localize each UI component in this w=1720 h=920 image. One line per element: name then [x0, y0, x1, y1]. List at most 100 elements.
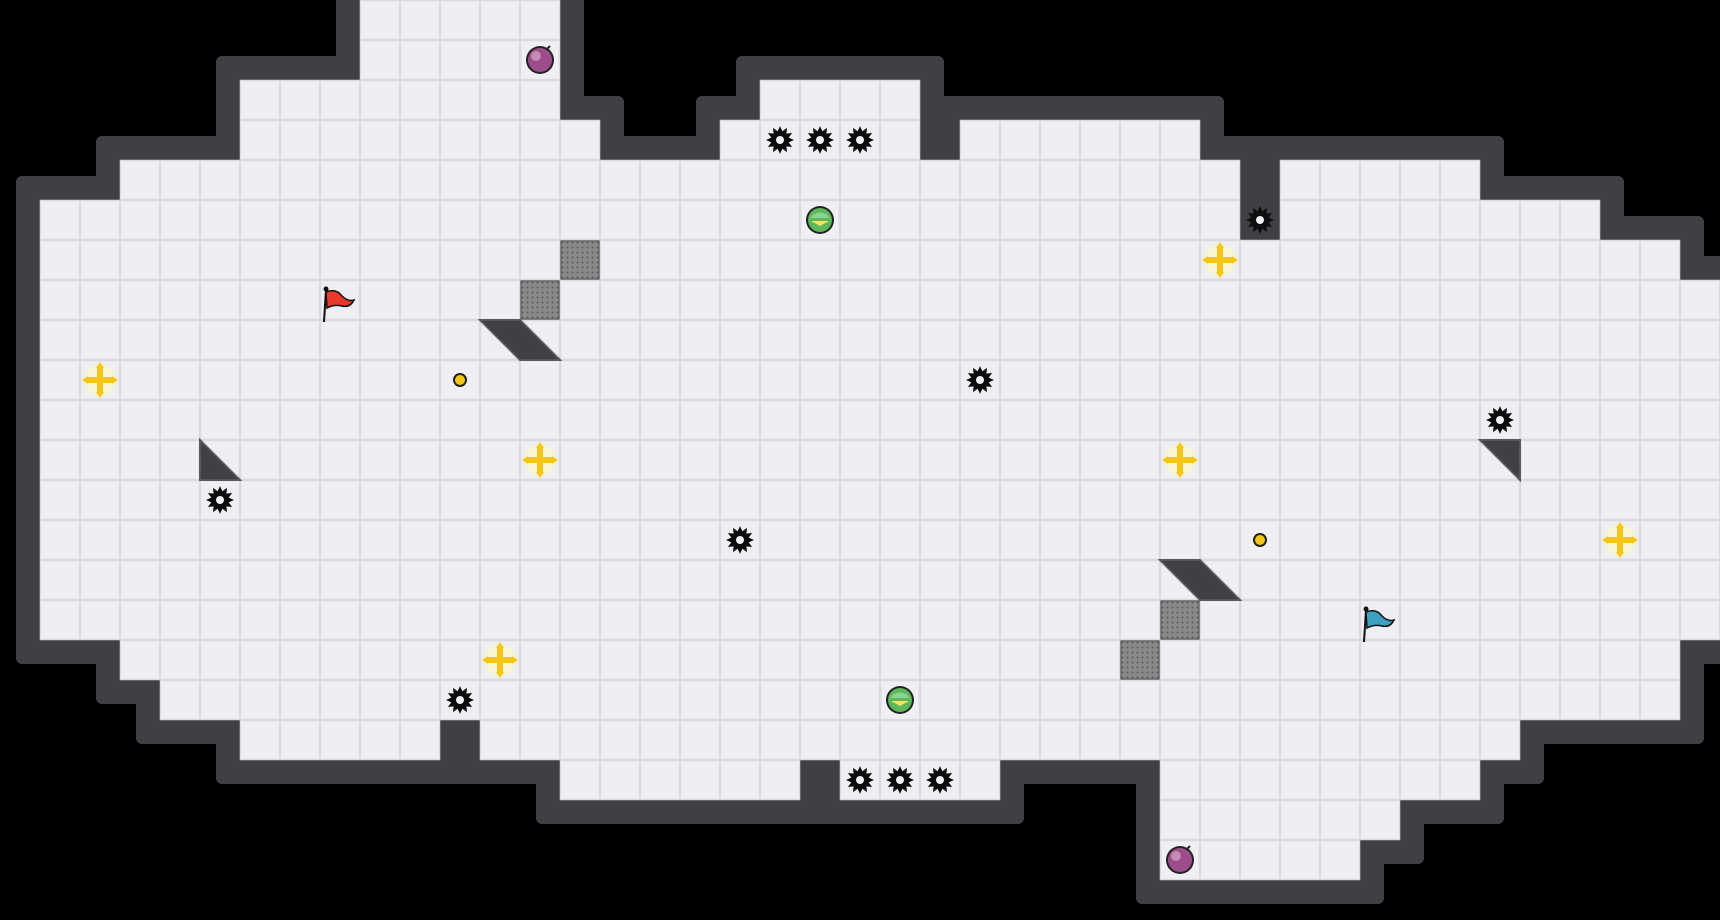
floor-tile [919, 719, 961, 761]
boost-icon[interactable] [1162, 442, 1198, 478]
floor-tile [799, 239, 841, 281]
boost-icon[interactable] [82, 362, 118, 398]
floor-tile [1519, 479, 1561, 521]
floor-tile [1039, 559, 1081, 601]
floor-strip [120, 160, 720, 200]
floor-tile [639, 559, 681, 601]
floor-tile [559, 479, 601, 521]
boost-icon[interactable] [1202, 242, 1238, 278]
pickup-icon[interactable] [453, 373, 467, 387]
red-flag-icon[interactable] [323, 286, 356, 323]
floor-tile [879, 479, 921, 521]
green-ball-icon[interactable] [886, 686, 914, 714]
floor-tile [759, 159, 801, 201]
spike-icon[interactable] [846, 766, 874, 794]
floor-tile [279, 439, 321, 481]
boost-icon[interactable] [522, 442, 558, 478]
floor-tile [1159, 239, 1201, 281]
floor-tile [959, 279, 1001, 321]
green-ball-icon[interactable] [806, 206, 834, 234]
floor-tile [1279, 359, 1321, 401]
floor-tile [519, 439, 561, 481]
floor-tile [279, 319, 321, 361]
floor-tile [1239, 359, 1281, 401]
floor-tile [279, 559, 321, 601]
floor-tile [759, 359, 801, 401]
boost-arrow [536, 472, 544, 478]
floor-tile [39, 399, 81, 441]
spike-icon[interactable] [726, 526, 754, 554]
spike-icon[interactable] [766, 126, 794, 154]
floor-tile [279, 479, 321, 521]
floor-tile [119, 199, 161, 241]
floor-tile [1079, 639, 1121, 681]
floor-tile [439, 519, 481, 561]
blue-flag-icon[interactable] [1363, 606, 1396, 643]
floor-tile [119, 279, 161, 321]
floor-tile [319, 479, 361, 521]
floor-tile [1359, 559, 1401, 601]
floor-tile [879, 359, 921, 401]
floor-tile [119, 439, 161, 481]
floor-tile [1639, 679, 1681, 721]
purple-bomb-icon[interactable] [1166, 845, 1194, 874]
floor-tile [1599, 559, 1641, 601]
floor-tile [519, 479, 561, 521]
floor-tile [599, 679, 641, 721]
spike-icon[interactable] [806, 126, 834, 154]
floor-tile [839, 759, 881, 801]
floor-tile [479, 679, 521, 721]
purple-bomb-icon[interactable] [526, 45, 554, 74]
floor-tile [759, 199, 801, 241]
floor-tile [359, 559, 401, 601]
floor-tile [1159, 719, 1201, 761]
spike-icon[interactable] [886, 766, 914, 794]
boost-arrow [1192, 456, 1198, 464]
spike-icon[interactable] [846, 126, 874, 154]
spike-icon[interactable] [926, 766, 954, 794]
floor-tile [1479, 479, 1521, 521]
floor-tile [159, 479, 201, 521]
floor-tile [359, 599, 401, 641]
pickup-icon[interactable] [1253, 533, 1267, 547]
floor-tile [1519, 559, 1561, 601]
boost-icon[interactable] [1602, 522, 1638, 558]
spike-icon[interactable] [446, 686, 474, 714]
floor-tile [479, 359, 521, 401]
floor-tile [319, 79, 361, 121]
floor-tile [719, 199, 761, 241]
spike-icon[interactable] [1246, 206, 1274, 234]
boost-icon[interactable] [482, 642, 518, 678]
floor-tile [159, 199, 201, 241]
floor-tile [559, 199, 601, 241]
floor-tile [1079, 399, 1121, 441]
floor-tile [679, 359, 721, 401]
floor-tile [39, 599, 81, 641]
floor-tile [1319, 559, 1361, 601]
floor-tile [359, 199, 401, 241]
spike-icon[interactable] [966, 366, 994, 394]
floor-tile [679, 399, 721, 441]
floor-tile [1279, 679, 1321, 721]
floor-tile [1279, 399, 1321, 441]
floor-tile [839, 479, 881, 521]
floor-tile [839, 279, 881, 321]
floor-tile [599, 319, 641, 361]
floor-tile [999, 719, 1041, 761]
floor-tile [839, 719, 881, 761]
floor-tile [1399, 359, 1441, 401]
spike-icon[interactable] [1486, 406, 1514, 434]
floor-tile [1519, 399, 1561, 441]
spike-icon[interactable] [206, 486, 234, 514]
floor-tile [159, 639, 201, 681]
floor-tile [1319, 839, 1361, 881]
floor-tile [199, 199, 241, 241]
floor-tile [399, 359, 441, 401]
floor-tile [1439, 479, 1481, 521]
floor-tile [1079, 439, 1121, 481]
floor-tile [959, 479, 1001, 521]
floor-tile [879, 559, 921, 601]
floor-tile [479, 39, 521, 81]
floor-tile [1319, 359, 1361, 401]
